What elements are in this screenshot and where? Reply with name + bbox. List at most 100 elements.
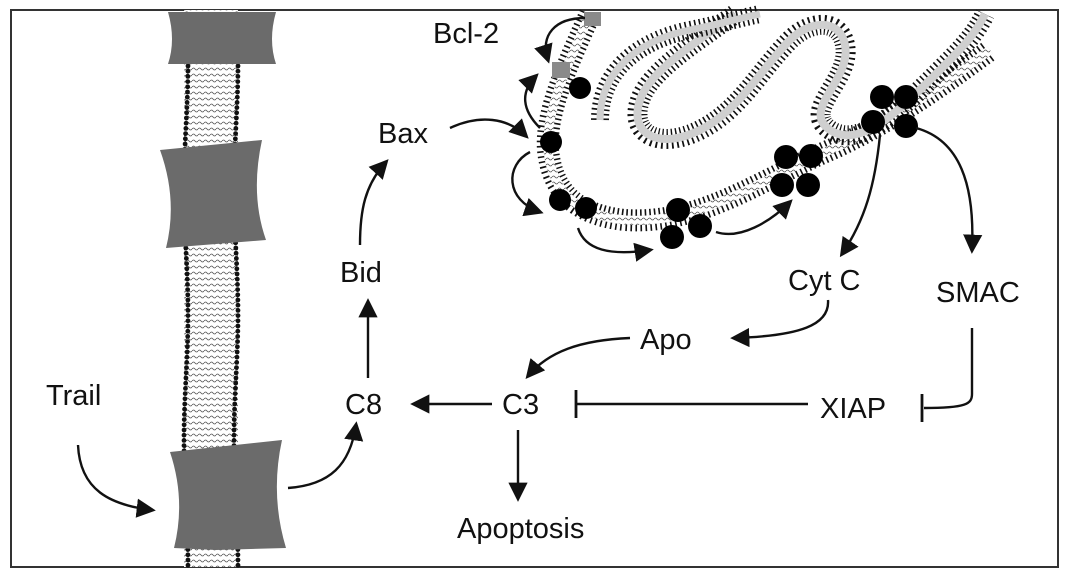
lipid-head — [235, 297, 241, 303]
lipid-head — [185, 63, 191, 69]
lipid-head — [185, 84, 191, 90]
arrow-apo-to-c3 — [525, 336, 631, 379]
arrow-trail-to-receptor — [76, 444, 156, 518]
lipid-head — [183, 125, 189, 131]
bax-dot — [575, 197, 597, 219]
lipid-head — [183, 370, 189, 376]
lipid-head — [235, 63, 241, 69]
lipid-head — [235, 328, 241, 334]
arrow-bid-to-bax — [358, 159, 389, 246]
lipid-head — [232, 406, 237, 412]
lipid-head — [235, 282, 240, 287]
bax-dot — [688, 214, 712, 238]
arrow-bax-to-bcl2 — [518, 73, 541, 129]
pathway-labels: Trail C8 Bid Bax Bcl-2 Cyt C SMAC Apo C3… — [46, 18, 1020, 545]
lipid-head — [183, 380, 189, 386]
membrane-receptor-top — [168, 12, 276, 64]
lipid-head — [183, 250, 189, 256]
lipid-head — [234, 365, 239, 370]
lipid-head — [235, 302, 241, 308]
lipid-head — [231, 417, 237, 422]
lipid-head — [233, 115, 239, 121]
lipid-head — [184, 261, 190, 266]
lipid-head — [234, 349, 240, 355]
bax-dot — [894, 85, 918, 109]
lipid-head — [234, 276, 240, 282]
lipid-head — [184, 105, 190, 110]
label-bax: Bax — [378, 118, 428, 150]
trail-receptor — [170, 440, 286, 550]
lipid-head — [234, 266, 240, 272]
lipid-head — [184, 110, 190, 116]
lipid-head — [235, 323, 241, 329]
label-c8: C8 — [345, 389, 382, 421]
lipid-head — [182, 396, 188, 402]
lipid-head — [233, 370, 239, 376]
lipid-head — [232, 396, 238, 402]
bcl2-protein — [552, 62, 570, 78]
label-cytc: Cyt C — [788, 265, 861, 297]
label-bcl2: Bcl-2 — [433, 18, 499, 50]
lipid-head — [181, 422, 187, 428]
lipid-head — [235, 339, 240, 344]
lipid-head — [184, 100, 190, 105]
bax-dot — [666, 198, 690, 222]
lipid-head — [183, 131, 189, 137]
lipid-head — [181, 438, 187, 443]
lipid-head — [182, 401, 188, 407]
lipid-head — [181, 412, 187, 417]
lipid-head — [184, 276, 190, 282]
lipid-head — [235, 68, 241, 74]
lipid-head — [231, 427, 237, 433]
lipid-head — [183, 386, 188, 391]
lipid-head — [231, 412, 237, 417]
bax-dot — [770, 173, 794, 197]
lipid-head — [235, 313, 241, 318]
lipid-head — [235, 292, 241, 298]
lipid-head — [182, 136, 188, 142]
bax-dot — [870, 85, 894, 109]
lipid-head — [234, 261, 240, 266]
lipid-head — [185, 292, 191, 298]
arrow-to-smac — [915, 126, 983, 254]
arrow-cytc-to-apo — [730, 299, 830, 348]
lipid-head — [232, 401, 238, 407]
lipid-head — [185, 79, 191, 84]
bax-dot — [549, 189, 571, 211]
lipid-head — [185, 328, 191, 334]
lipid-head — [185, 287, 191, 292]
lipid-head — [185, 302, 191, 308]
bax-dot — [894, 114, 918, 138]
mitochondrial-outer-membrane — [536, 9, 997, 232]
label-smac: SMAC — [936, 277, 1020, 309]
lipid-head — [233, 245, 239, 251]
label-trail: Trail — [46, 380, 101, 412]
lipid-head — [235, 557, 241, 563]
lipid-head — [185, 68, 191, 74]
lipid-head — [234, 94, 240, 100]
lipid-head — [181, 443, 187, 448]
bax-pores — [540, 77, 918, 249]
lipid-head — [235, 79, 241, 84]
lipid-head — [183, 375, 189, 381]
lipid-head — [185, 313, 191, 318]
lipid-head — [185, 334, 191, 339]
lipid-head — [185, 308, 191, 313]
lipid-head — [233, 375, 239, 381]
lipid-head — [231, 432, 237, 438]
lipid-head — [185, 552, 191, 558]
bax-dot — [799, 144, 823, 168]
lipid-head — [183, 256, 189, 261]
lipid-head — [231, 422, 237, 428]
lipid-head — [235, 552, 241, 558]
lipid-head — [235, 334, 241, 339]
arrow-bax-translocate-1 — [511, 150, 544, 217]
lipid-head — [235, 89, 240, 95]
arrow-receptor-to-c8 — [287, 421, 364, 490]
lipid-head — [233, 120, 239, 126]
lipid-head — [233, 256, 239, 261]
lipid-head — [181, 417, 187, 422]
lipid-head — [185, 282, 190, 287]
lipid-head — [235, 562, 241, 568]
